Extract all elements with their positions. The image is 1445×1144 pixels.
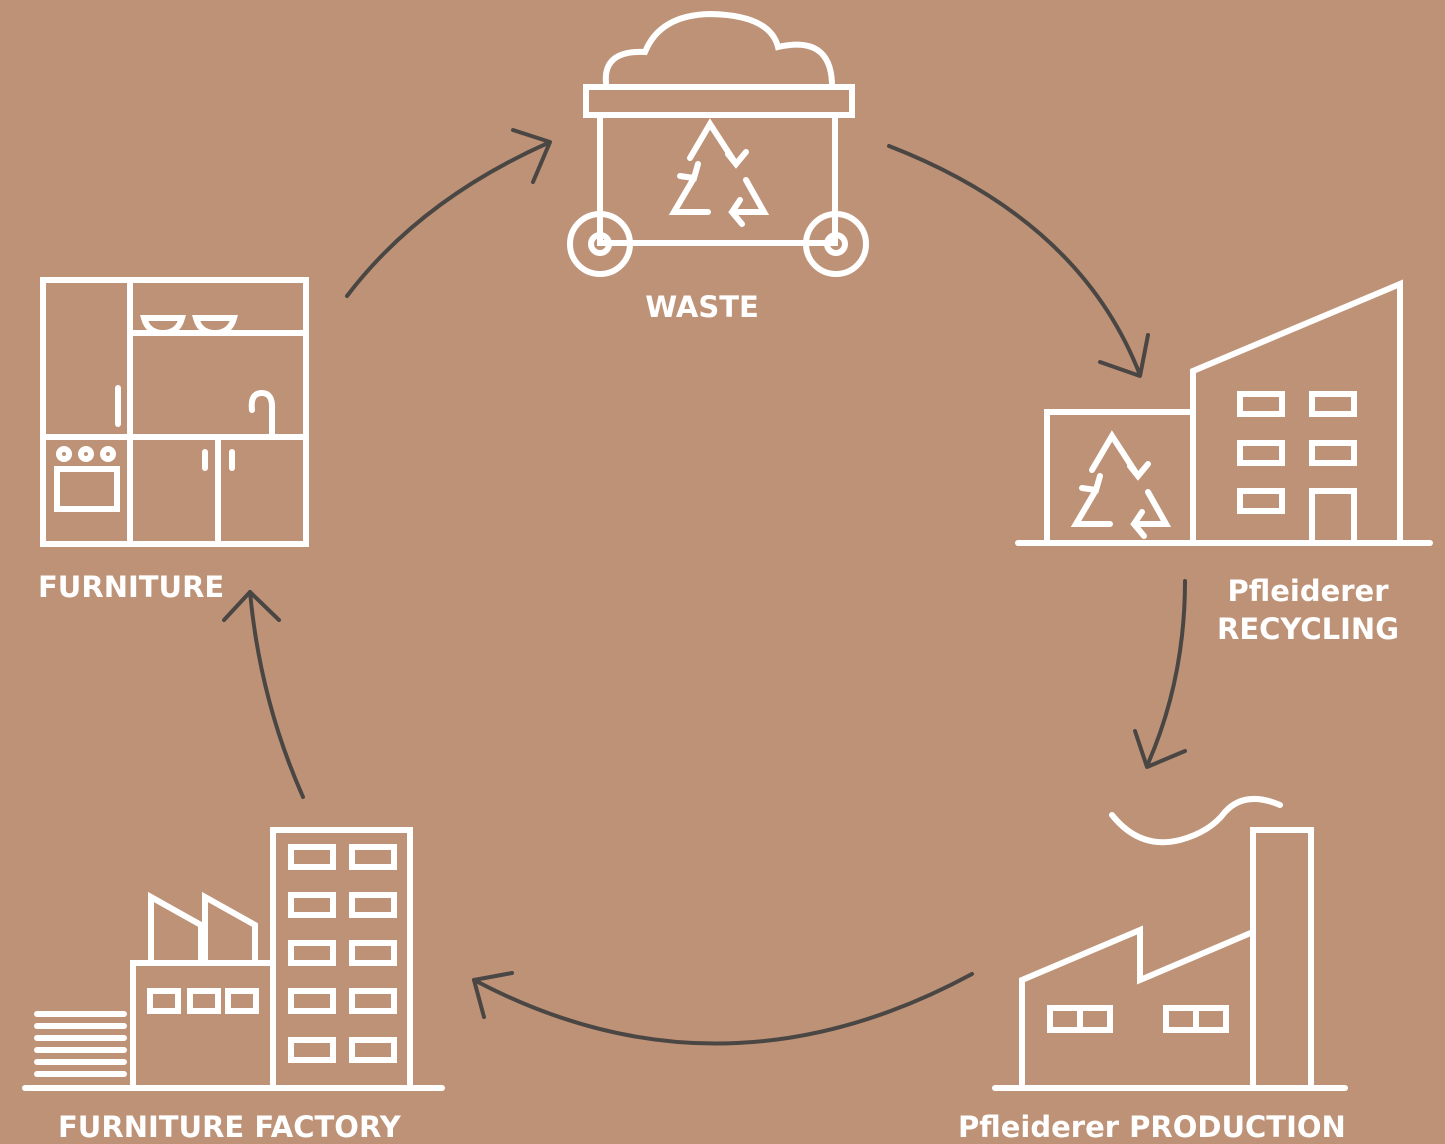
production-label: Pfleiderer PRODUCTION bbox=[958, 1110, 1346, 1144]
recycling-label-line1: Pfleiderer bbox=[1227, 574, 1389, 608]
recycling-label: Pfleiderer RECYCLING bbox=[1160, 572, 1445, 648]
recycling-label-line2: RECYCLING bbox=[1216, 612, 1399, 646]
recycling-plant-icon bbox=[1015, 279, 1433, 546]
arrow-factory-to-furniture bbox=[222, 590, 305, 799]
waste-container-icon bbox=[567, 10, 869, 277]
arrow-recycling-to-production bbox=[1133, 579, 1187, 769]
kitchen-furniture-icon bbox=[40, 277, 309, 547]
furniture-factory-label: FURNITURE FACTORY bbox=[58, 1110, 401, 1144]
furniture-label: FURNITURE bbox=[38, 570, 225, 604]
arrow-production-to-factory bbox=[472, 971, 974, 1046]
waste-label: WASTE bbox=[645, 290, 759, 324]
wood-panels-stack bbox=[34, 1011, 127, 1077]
arrow-waste-to-recycling bbox=[887, 144, 1150, 378]
production-factory-icon bbox=[992, 795, 1348, 1091]
arrow-furniture-to-waste bbox=[345, 128, 552, 298]
furniture-factory-icon bbox=[22, 827, 445, 1091]
